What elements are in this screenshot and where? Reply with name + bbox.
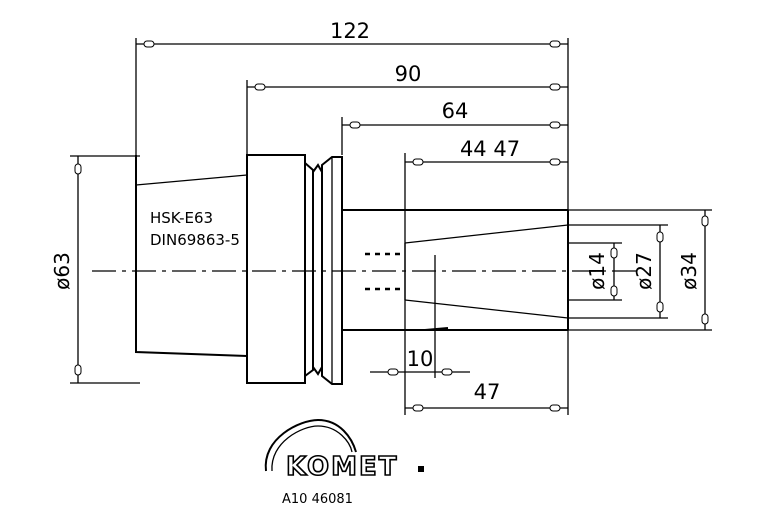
hidden-lines (365, 252, 405, 291)
logo-arc-icon (264, 418, 357, 472)
dim-122: 122 (330, 19, 370, 43)
logo-dot (418, 466, 424, 472)
logo-brand-text: KOMET (286, 452, 398, 482)
dim-dia63: ø63 (50, 252, 74, 290)
dim-dia14: ø14 (585, 252, 609, 290)
dim-10: 10 (407, 347, 434, 371)
note-din: DIN69863-5 (150, 231, 240, 249)
article-number: A10 46081 (282, 492, 353, 507)
part-outline (135, 154, 569, 385)
note-hsk-e63: HSK-E63 (150, 209, 213, 227)
dim-dia27: ø27 (632, 252, 656, 290)
dim-47: 47 (474, 380, 501, 404)
dim-44-47: 44 47 (460, 137, 520, 161)
dimension-lines (74, 40, 709, 412)
komet-logo: KOMET A10 46081 (264, 418, 424, 507)
dim-dia34: ø34 (677, 252, 701, 290)
dim-64: 64 (442, 99, 469, 123)
dim-90: 90 (395, 62, 422, 86)
